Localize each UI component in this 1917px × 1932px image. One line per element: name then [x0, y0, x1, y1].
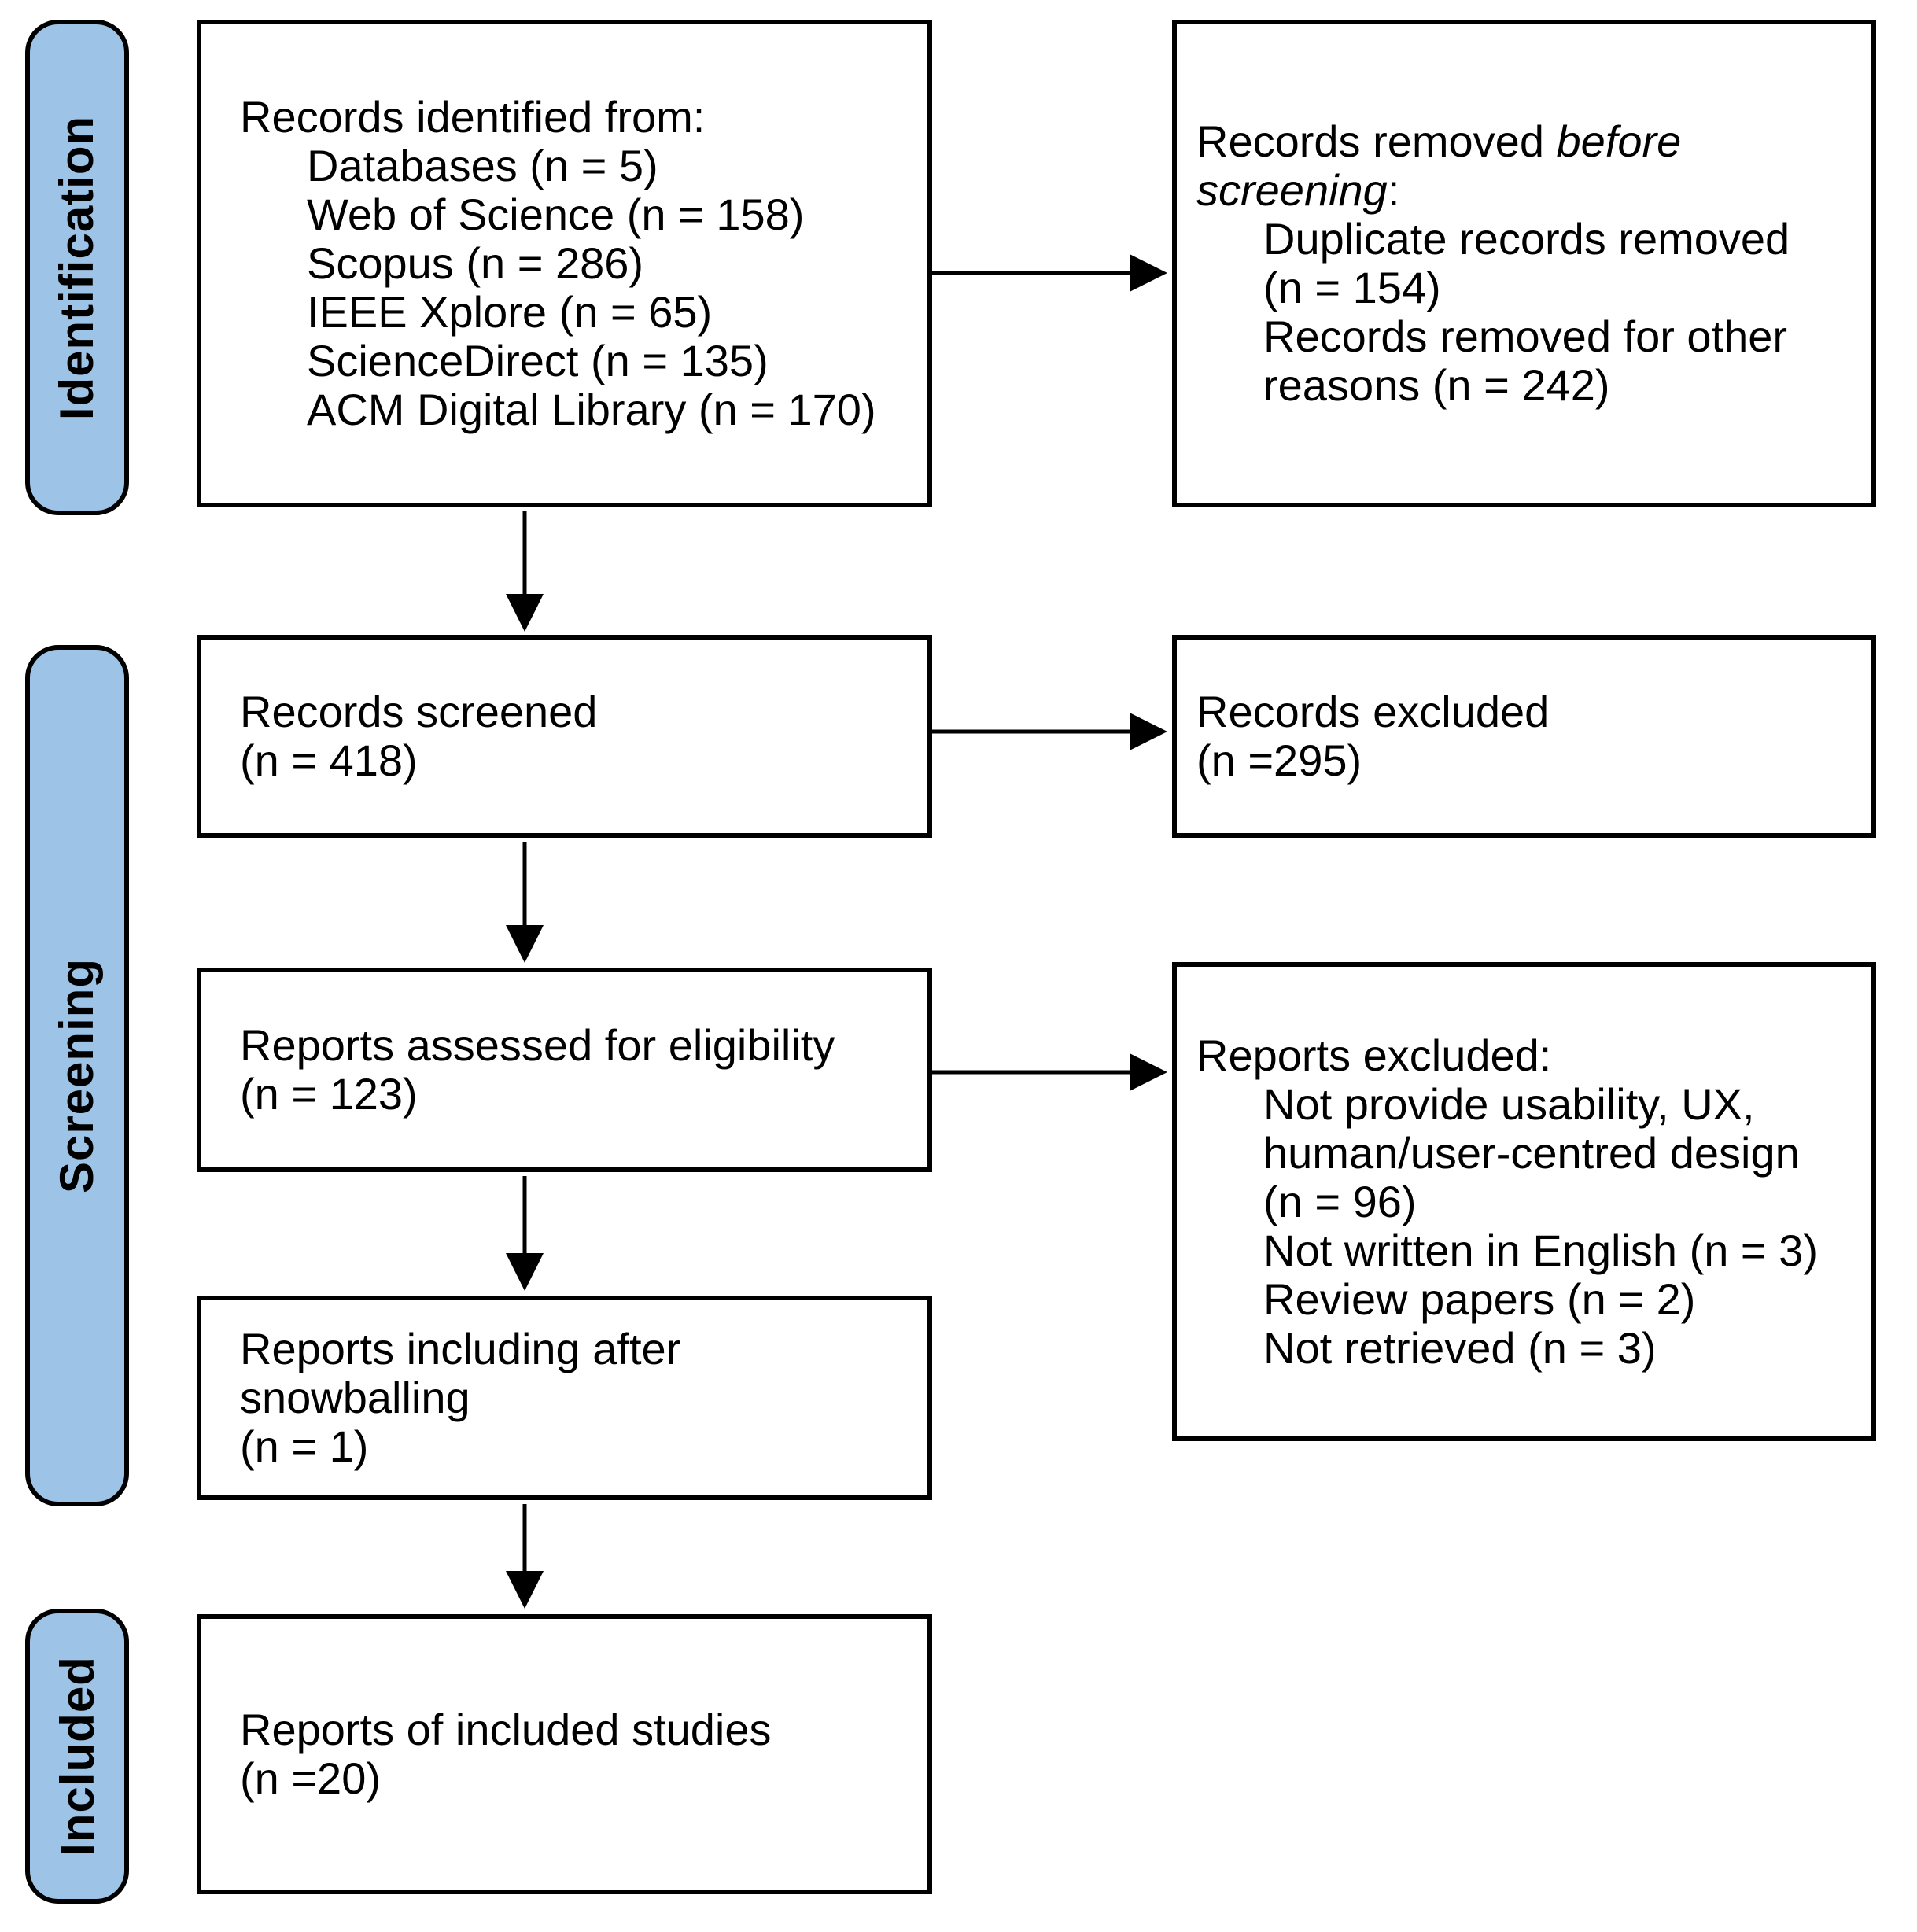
- removed-reason-duplicates: Duplicate records removed (n = 154): [1263, 214, 1790, 312]
- box-records-identified: Records identified from: Databases (n = …: [197, 20, 932, 507]
- removed-reason-other: Records removed for other reasons (n = 2…: [1263, 312, 1788, 410]
- box-reports-snowballing-label: Reports including after snowballing: [240, 1324, 681, 1422]
- identified-source-web-of-science: Web of Science (n = 158): [307, 190, 805, 239]
- box-reports-snowballing: Reports including after snowballing (n =…: [197, 1296, 932, 1500]
- box-records-excluded: Records excluded (n =295): [1172, 635, 1876, 838]
- box-reports-included-studies: Reports of included studies (n =20): [197, 1614, 932, 1894]
- stage-screening: Screening: [25, 645, 129, 1506]
- identified-source-ieee-xplore: IEEE Xplore (n = 65): [307, 287, 713, 337]
- box-reports-assessed: Reports assessed for eligibility (n = 12…: [197, 968, 932, 1172]
- arrow-screened-to-assessed: [506, 842, 544, 963]
- box-records-excluded-count: (n =295): [1196, 736, 1362, 785]
- box-reports-excluded: Reports excluded: Not provide usability,…: [1172, 962, 1876, 1441]
- box-reports-assessed-label: Reports assessed for eligibility: [240, 1020, 835, 1070]
- box-included-studies-label: Reports of included studies: [240, 1705, 772, 1754]
- box-records-excluded-label: Records excluded: [1196, 687, 1550, 736]
- box-records-identified-title: Records identified from:: [240, 92, 706, 142]
- box-records-screened-count: (n = 418): [240, 736, 418, 785]
- identified-source-databases: Databases (n = 5): [307, 141, 658, 190]
- box-reports-assessed-count: (n = 123): [240, 1069, 418, 1119]
- stage-identification: Identification: [25, 20, 129, 515]
- box-records-removed-before-screening: Records removed before screening: Duplic…: [1172, 20, 1876, 507]
- box-reports-snowballing-count: (n = 1): [240, 1421, 369, 1471]
- excluded-reason-not-english: Not written in English (n = 3): [1263, 1225, 1818, 1275]
- box-reports-excluded-title: Reports excluded:: [1196, 1030, 1552, 1080]
- excluded-reason-review-papers: Review papers (n = 2): [1263, 1274, 1696, 1324]
- identified-source-acm: ACM Digital Library (n = 170): [307, 385, 876, 434]
- stage-included-label: Included: [50, 1656, 104, 1856]
- box-records-screened: Records screened (n = 418): [197, 635, 932, 838]
- excluded-reason-not-usability: Not provide usability, UX, human/user-ce…: [1263, 1078, 1800, 1226]
- box-records-screened-label: Records screened: [240, 687, 598, 736]
- identified-source-scopus: Scopus (n = 286): [307, 238, 644, 288]
- records-removed-title-colon: :: [1387, 165, 1400, 215]
- excluded-reason-not-retrieved: Not retrieved (n = 3): [1263, 1322, 1657, 1373]
- arrow-assessed-to-snowballing: [506, 1176, 544, 1291]
- arrow-identified-to-screened: [506, 511, 544, 632]
- arrow-assessed-to-reports-excluded: [932, 1053, 1167, 1091]
- arrow-screened-to-excluded: [932, 713, 1167, 750]
- stage-screening-label: Screening: [50, 957, 104, 1194]
- box-records-removed-title: Records removed before screening:: [1196, 117, 1841, 215]
- arrow-identified-to-removed: [932, 254, 1167, 292]
- arrow-snowballing-to-included: [506, 1504, 544, 1609]
- stage-included: Included: [25, 1609, 129, 1904]
- records-removed-title-normal: Records removed: [1196, 116, 1557, 166]
- box-included-studies-count: (n =20): [240, 1753, 381, 1803]
- records-removed-title-italic: before screening: [1196, 116, 1682, 215]
- stage-identification-label: Identification: [50, 115, 104, 420]
- identified-source-sciencedirect: ScienceDirect (n = 135): [307, 336, 769, 385]
